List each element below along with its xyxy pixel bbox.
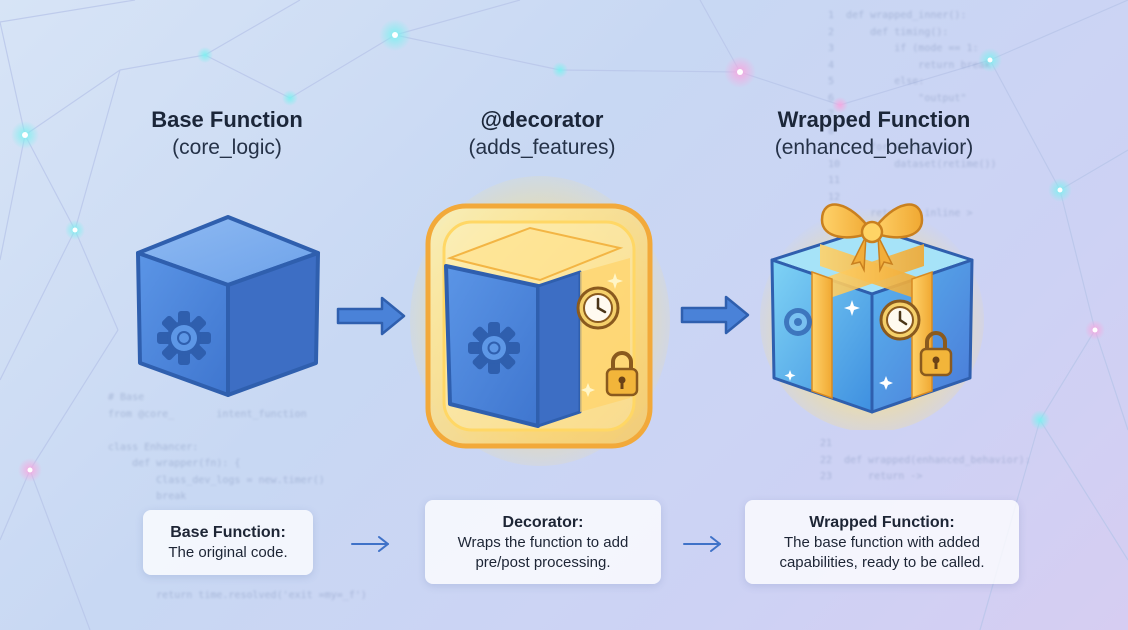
- clock-icon: [576, 286, 620, 330]
- caption-card-decorator: Decorator: Wraps the function to add pre…: [425, 500, 661, 584]
- arrow-right-icon: [336, 296, 406, 336]
- stage-title-text: Base Function: [151, 107, 303, 132]
- stage-title-decorator: @decorator (adds_features): [392, 106, 692, 162]
- card-body-line: The original code.: [168, 544, 288, 561]
- background-code-line: return time.resolved('exit =my=_f'): [108, 590, 367, 601]
- background-code-line: 12: [828, 191, 841, 203]
- arrow-right-icon: [683, 536, 721, 552]
- arrow-right-icon: [351, 536, 389, 552]
- background-code-line: # Base: [108, 392, 145, 403]
- card-body-line: The base function with added: [784, 533, 980, 551]
- background-code-line: 8: [828, 125, 835, 137]
- background-code-line: 6 "output": [828, 92, 967, 104]
- card-body-line: Wraps the function to add: [457, 533, 629, 551]
- gear-icon: [784, 308, 812, 336]
- card-body-line: pre/post processing.: [475, 553, 611, 571]
- card-body-line: capabilities, ready to be called.: [779, 553, 985, 571]
- background-code-line: 1 def wrapped_inner():: [828, 10, 967, 21]
- background-code-bottom-right: 21 22 def wrapped(enhanced_behavior): 23 r…: [820, 436, 1031, 486]
- card-heading: Wrapped Function:: [809, 513, 955, 531]
- background-code-line: def wrapper(fn): {: [108, 458, 241, 469]
- background-code-line: 23 return ->: [820, 471, 923, 482]
- gear-icon: [468, 322, 520, 374]
- background-code-line: class Enhancer:: [108, 441, 199, 453]
- gear-icon: [157, 311, 211, 365]
- background-code-line: 3 if (mode == 1:: [828, 43, 979, 54]
- stage-subtitle-text: (core_logic): [172, 136, 282, 159]
- base-function-cube: [136, 215, 320, 397]
- stage-subtitle-text: (enhanced_behavior): [774, 136, 974, 159]
- decorator-glass-box: [410, 176, 670, 466]
- stage-title-text: @decorator: [480, 107, 604, 132]
- background-code-line: 22 def wrapped(enhanced_behavior):: [820, 454, 1031, 466]
- background-code-line: 11: [828, 175, 841, 186]
- background-code-line: 7: [828, 109, 835, 120]
- sparkle-icon: [784, 300, 893, 390]
- clock-icon: [879, 299, 921, 341]
- background-code-line: 4 return break: [828, 59, 991, 71]
- arrow-right-icon: [680, 295, 750, 335]
- background-code-line: 5 else:: [828, 76, 925, 87]
- stage-subtitle-text: (adds_features): [468, 136, 616, 159]
- sparkle-icon: [581, 273, 623, 397]
- background-code-line: 2 def timing():: [828, 26, 949, 38]
- card-heading: Decorator:: [502, 513, 584, 531]
- wrapped-function-gift: [760, 203, 984, 430]
- card-heading: Base Function:: [170, 524, 286, 541]
- background-code-line: Class_dev_logs = new.timer(): [108, 474, 325, 486]
- lock-icon: [919, 331, 953, 377]
- caption-card-base-function: Base Function: The original code.: [143, 510, 313, 575]
- caption-card-wrapped-function: Wrapped Function: The base function with…: [745, 500, 1019, 584]
- background-code-line: 10 dataset(retime()): [828, 158, 997, 170]
- lock-icon: [605, 351, 639, 397]
- stage-title-wrapped: Wrapped Function (enhanced_behavior): [724, 106, 1024, 162]
- background-code-line: break: [108, 491, 187, 502]
- background-code-line: 9 for (method in):: [828, 142, 967, 153]
- stage-title-text: Wrapped Function: [777, 107, 971, 132]
- stage-title-base: Base Function (core_logic): [77, 106, 377, 162]
- bow-icon: [820, 203, 924, 273]
- background-code-line: 21: [820, 438, 833, 449]
- background-code-line: from @core_ intent_function: [108, 408, 307, 420]
